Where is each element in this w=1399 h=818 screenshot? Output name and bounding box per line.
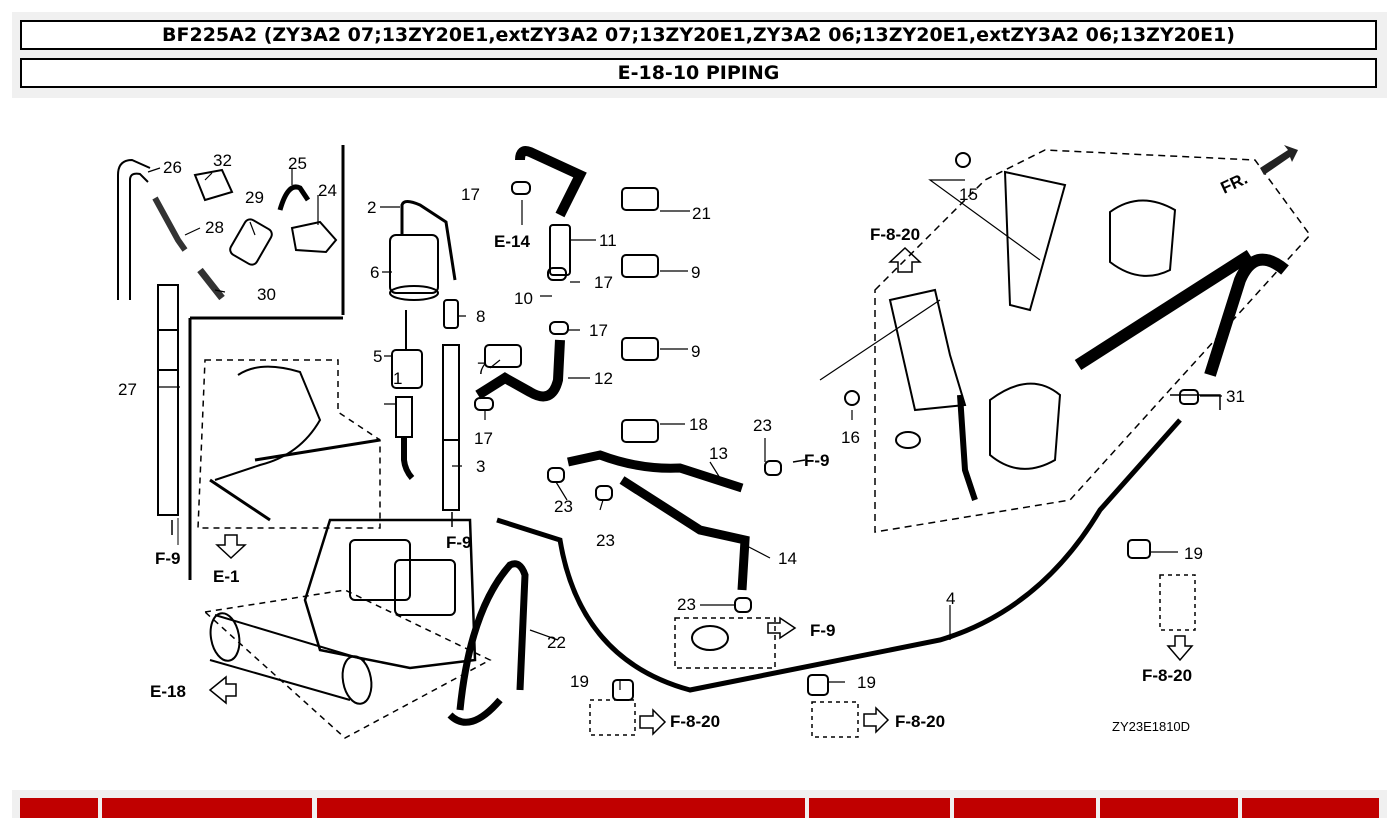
- header-panel: BF225A2 (ZY3A2 07;13ZY20E1,extZY3A2 07;1…: [12, 12, 1387, 98]
- parts-diagram: 1 2 3 4 5 6 7 8 9 9 10 11 12 13 14 15 16…: [117, 145, 1311, 739]
- callout-17-a: 17: [461, 185, 480, 204]
- column-tab: [1242, 798, 1379, 818]
- callout-7: 7: [477, 359, 486, 378]
- ref-f-8-20-left: F-8-20: [670, 712, 720, 731]
- ref-f-9-lower: F-9: [810, 621, 836, 640]
- callout-9-upper: 9: [691, 263, 700, 282]
- callout-19-right: 19: [1184, 544, 1203, 563]
- callout-14: 14: [778, 549, 797, 568]
- callout-15: 15: [959, 185, 978, 204]
- diagram-linework: [117, 145, 1311, 739]
- callout-22: 22: [547, 633, 566, 652]
- callout-17-b: 17: [594, 273, 613, 292]
- callout-23-a: 23: [554, 497, 573, 516]
- ref-e-14: E-14: [494, 232, 530, 251]
- callout-19-mid: 19: [857, 673, 876, 692]
- callout-16: 16: [841, 428, 860, 447]
- callout-23-c: 23: [753, 416, 772, 435]
- drawing-code: ZY23E1810D: [1112, 719, 1190, 734]
- callout-24: 24: [318, 181, 337, 200]
- callout-31: 31: [1226, 387, 1245, 406]
- callout-11: 11: [599, 231, 617, 250]
- column-tab: [954, 798, 1096, 818]
- callout-19-left: 19: [570, 672, 589, 691]
- ref-e-1: E-1: [213, 567, 239, 586]
- ref-f-9-center: F-9: [446, 533, 472, 552]
- ref-f-8-20-right: F-8-20: [1142, 666, 1192, 685]
- column-tab: [317, 798, 805, 818]
- callout-10: 10: [514, 289, 533, 308]
- section-title: E-18-10 PIPING: [20, 58, 1377, 88]
- callout-26: 26: [163, 158, 182, 177]
- column-tab: [1100, 798, 1238, 818]
- ref-e-18: E-18: [150, 682, 186, 701]
- callout-25: 25: [288, 154, 307, 173]
- callout-5: 5: [373, 347, 382, 366]
- callout-8: 8: [476, 307, 485, 326]
- column-tab: [102, 798, 312, 818]
- callout-23-b: 23: [596, 531, 615, 550]
- column-tab: [20, 798, 98, 818]
- callout-12: 12: [594, 369, 613, 388]
- callout-1: 1: [393, 369, 402, 388]
- callout-9-lower: 9: [691, 342, 700, 361]
- table-header-strip: [12, 790, 1387, 818]
- model-title: BF225A2 (ZY3A2 07;13ZY20E1,extZY3A2 07;1…: [20, 20, 1377, 50]
- callout-29: 29: [245, 188, 264, 207]
- callout-32: 32: [213, 151, 232, 170]
- ref-f-8-20-mid: F-8-20: [895, 712, 945, 731]
- callout-23-d: 23: [677, 595, 696, 614]
- callout-17-d: 17: [474, 429, 493, 448]
- callout-2: 2: [367, 198, 376, 217]
- callout-28: 28: [205, 218, 224, 237]
- callout-21: 21: [692, 204, 711, 223]
- direction-label: FR.: [1218, 169, 1251, 198]
- callout-6: 6: [370, 263, 379, 282]
- column-tab: [809, 798, 950, 818]
- ref-f-8-20-top: F-8-20: [870, 225, 920, 244]
- ref-f-9-left: F-9: [155, 549, 181, 568]
- callout-13: 13: [709, 444, 728, 463]
- callout-30: 30: [257, 285, 276, 304]
- callout-3: 3: [476, 457, 485, 476]
- ref-f-9-upper-right: F-9: [804, 451, 830, 470]
- callout-18: 18: [689, 415, 708, 434]
- callout-27: 27: [118, 380, 137, 399]
- callout-4: 4: [946, 589, 955, 608]
- callout-17-c: 17: [589, 321, 608, 340]
